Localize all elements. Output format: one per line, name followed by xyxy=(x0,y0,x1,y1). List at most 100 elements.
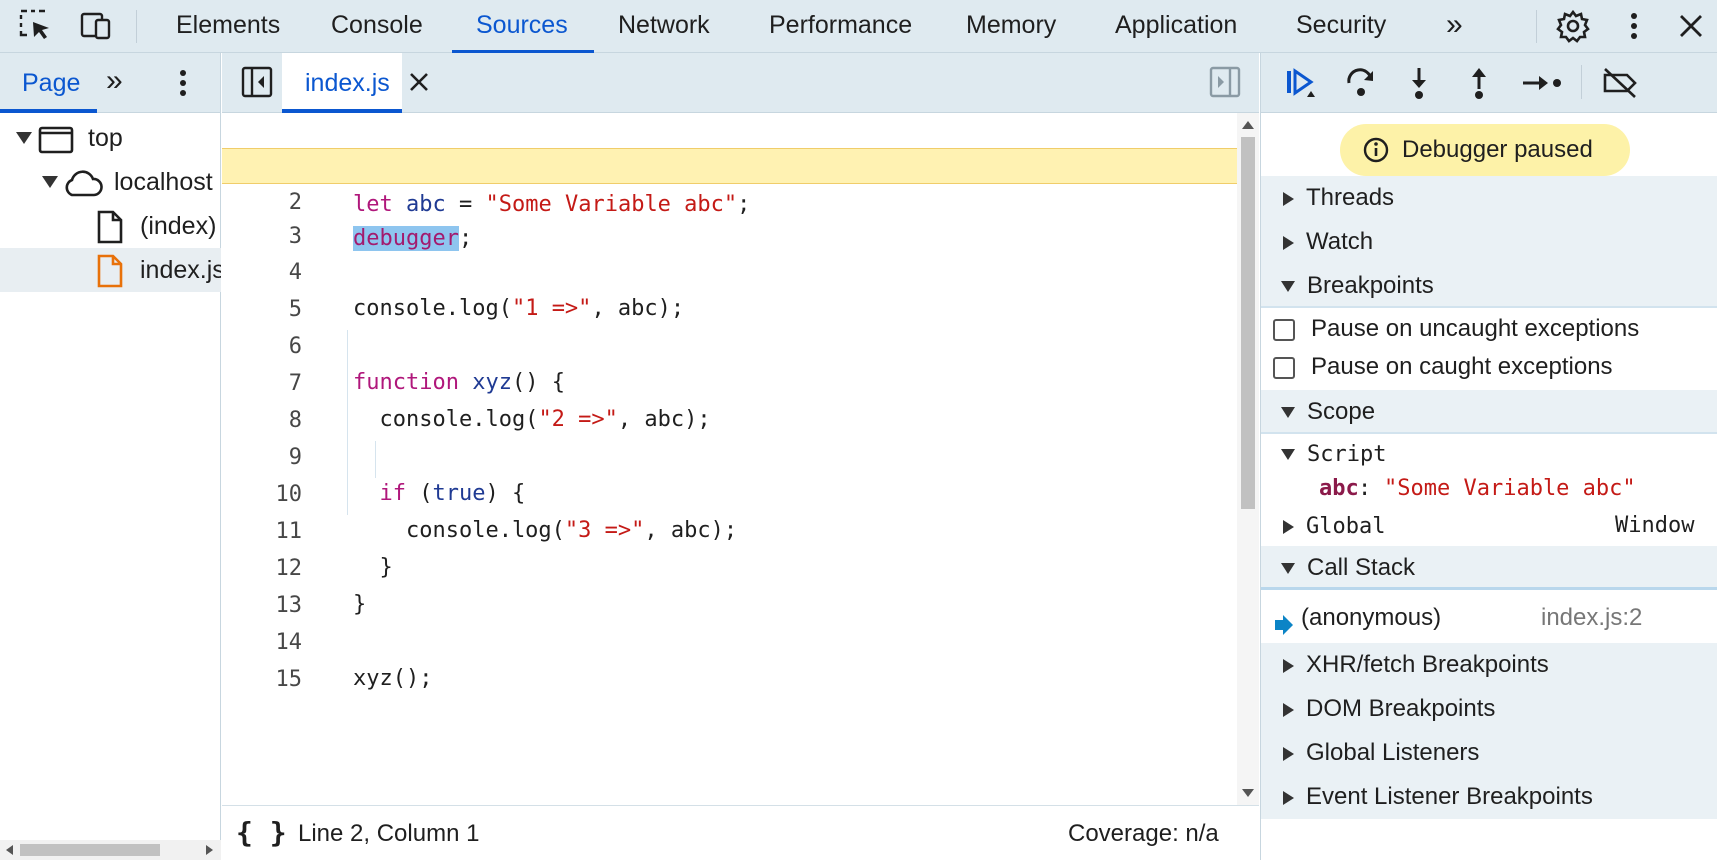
line-number[interactable]: 13 xyxy=(275,593,303,618)
section-event-listener-breakpoints[interactable]: Event Listener Breakpoints xyxy=(1261,775,1717,819)
scroll-up-icon[interactable] xyxy=(1242,121,1254,129)
toggle-navigator-icon[interactable] xyxy=(240,65,274,104)
close-tab-icon[interactable] xyxy=(406,69,432,100)
scrollbar-thumb[interactable] xyxy=(1241,137,1255,509)
paused-line-highlight: 2 debugger; xyxy=(222,148,1237,251)
section-title: Watch xyxy=(1306,228,1374,255)
toolbar-divider xyxy=(1581,65,1582,99)
section-title: DOM Breakpoints xyxy=(1306,695,1496,722)
line-number[interactable]: 15 xyxy=(275,667,303,692)
line-number[interactable]: 14 xyxy=(275,630,303,655)
expand-arrow-icon[interactable] xyxy=(16,132,32,144)
line-number[interactable]: 9 xyxy=(288,445,302,470)
call-frame-name: (anonymous) xyxy=(1301,604,1442,631)
section-threads[interactable]: Threads xyxy=(1261,176,1717,220)
resume-icon[interactable] xyxy=(1283,65,1319,106)
scroll-left-icon[interactable] xyxy=(6,845,13,855)
section-watch[interactable]: Watch xyxy=(1261,220,1717,264)
tree-item-index[interactable]: (index) xyxy=(0,204,221,248)
tree-item-top[interactable]: top xyxy=(0,116,221,160)
section-xhr-breakpoints[interactable]: XHR/fetch Breakpoints xyxy=(1261,643,1717,687)
code-token: console.log( xyxy=(353,296,512,321)
horizontal-scrollbar[interactable] xyxy=(0,840,221,860)
line-number[interactable]: 3 xyxy=(288,224,302,249)
tab-page[interactable]: Page xyxy=(22,69,81,97)
variable-value: "Some Variable abc" xyxy=(1384,476,1636,501)
debugger-keyword: debugger xyxy=(353,226,459,251)
code-editor[interactable]: 1 let abc = "Some Variable abc"; 2 debug… xyxy=(222,113,1259,805)
device-toolbar-icon[interactable] xyxy=(78,8,114,44)
line-number[interactable]: 8 xyxy=(288,408,302,433)
scroll-right-icon[interactable] xyxy=(206,845,213,855)
section-title: Breakpoints xyxy=(1307,272,1434,299)
code-token: ; xyxy=(458,226,473,251)
tree-item-index-js[interactable]: index.js xyxy=(0,248,221,292)
line-number[interactable]: 4 xyxy=(288,260,302,285)
step-into-icon[interactable] xyxy=(1401,65,1437,106)
line-code: } xyxy=(353,555,393,580)
tab-security[interactable]: Security xyxy=(1296,11,1387,39)
line-number[interactable]: 11 xyxy=(275,519,303,544)
code-line: 4 console.log("1 =>", abc); xyxy=(222,219,1237,321)
vertical-scrollbar[interactable] xyxy=(1237,113,1259,805)
section-dom-breakpoints[interactable]: DOM Breakpoints xyxy=(1261,687,1717,731)
deactivate-breakpoints-icon[interactable] xyxy=(1601,65,1641,106)
cloud-icon xyxy=(62,168,104,204)
tab-performance[interactable]: Performance xyxy=(769,11,913,39)
close-icon[interactable] xyxy=(1673,8,1709,44)
tab-application[interactable]: Application xyxy=(1115,11,1238,39)
call-frame-row[interactable]: (anonymous) index.js:2 xyxy=(1261,596,1717,640)
expand-arrow-icon xyxy=(1283,235,1294,250)
string-literal: "2 =>" xyxy=(538,407,618,432)
tab-sources[interactable]: Sources xyxy=(452,0,594,53)
step-icon[interactable] xyxy=(1521,65,1565,106)
scroll-down-icon[interactable] xyxy=(1242,789,1254,797)
tab-memory[interactable]: Memory xyxy=(966,11,1057,39)
info-icon xyxy=(1362,136,1390,169)
tree-item-localhost[interactable]: localhost xyxy=(0,160,221,204)
navigator-more-button[interactable]: » xyxy=(106,64,123,97)
navigator-menu-icon[interactable] xyxy=(168,65,198,106)
coverage-status[interactable]: Coverage: n/a xyxy=(1068,820,1219,847)
scope-variable-row[interactable]: abc : "Some Variable abc" xyxy=(1261,471,1717,507)
string-literal: "Some Variable abc" xyxy=(485,192,738,217)
toggle-debugger-icon[interactable] xyxy=(1208,65,1242,104)
line-number[interactable]: 12 xyxy=(275,556,303,581)
code-token: ) { xyxy=(485,481,526,506)
collapse-arrow-icon xyxy=(1281,407,1295,419)
line-number[interactable]: 10 xyxy=(275,482,303,507)
expand-arrow-icon[interactable] xyxy=(42,176,58,188)
section-title: Global Listeners xyxy=(1306,739,1480,766)
pause-uncaught-row[interactable]: Pause on uncaught exceptions xyxy=(1261,310,1717,348)
scrollbar-thumb[interactable] xyxy=(20,844,160,856)
code-line: 11 } xyxy=(222,478,1237,580)
step-over-icon[interactable] xyxy=(1343,65,1379,106)
section-call-stack[interactable]: Call Stack xyxy=(1261,546,1717,590)
section-global-listeners[interactable]: Global Listeners xyxy=(1261,731,1717,775)
tab-elements[interactable]: Elements xyxy=(176,11,281,39)
pretty-print-icon[interactable]: { } xyxy=(236,816,287,849)
scope-global[interactable]: Global Window xyxy=(1261,507,1717,545)
call-frame-location[interactable]: index.js:2 xyxy=(1541,604,1643,631)
line-number[interactable]: 7 xyxy=(288,371,302,396)
more-tabs-button[interactable]: » xyxy=(1446,8,1463,41)
section-breakpoints[interactable]: Breakpoints xyxy=(1261,264,1717,308)
pause-uncaught-checkbox[interactable] xyxy=(1273,318,1295,341)
code-token: , abc); xyxy=(617,407,711,432)
file-tab[interactable]: index.js xyxy=(282,53,402,113)
line-number[interactable]: 6 xyxy=(288,334,302,359)
collapse-arrow-icon xyxy=(1281,449,1295,461)
pause-caught-row[interactable]: Pause on caught exceptions xyxy=(1261,348,1717,386)
tab-console[interactable]: Console xyxy=(331,11,423,39)
more-options-icon[interactable] xyxy=(1616,8,1652,44)
step-out-icon[interactable] xyxy=(1461,65,1497,106)
tab-network[interactable]: Network xyxy=(618,11,710,39)
section-scope[interactable]: Scope xyxy=(1261,390,1717,434)
pause-caught-checkbox[interactable] xyxy=(1273,356,1295,379)
scope-script[interactable]: Script xyxy=(1261,435,1717,473)
inspect-element-icon[interactable] xyxy=(18,8,54,44)
section-title: Threads xyxy=(1306,184,1395,211)
line-number[interactable]: 5 xyxy=(288,297,302,322)
gear-icon[interactable] xyxy=(1555,8,1591,44)
line-number[interactable]: 2 xyxy=(288,190,302,215)
